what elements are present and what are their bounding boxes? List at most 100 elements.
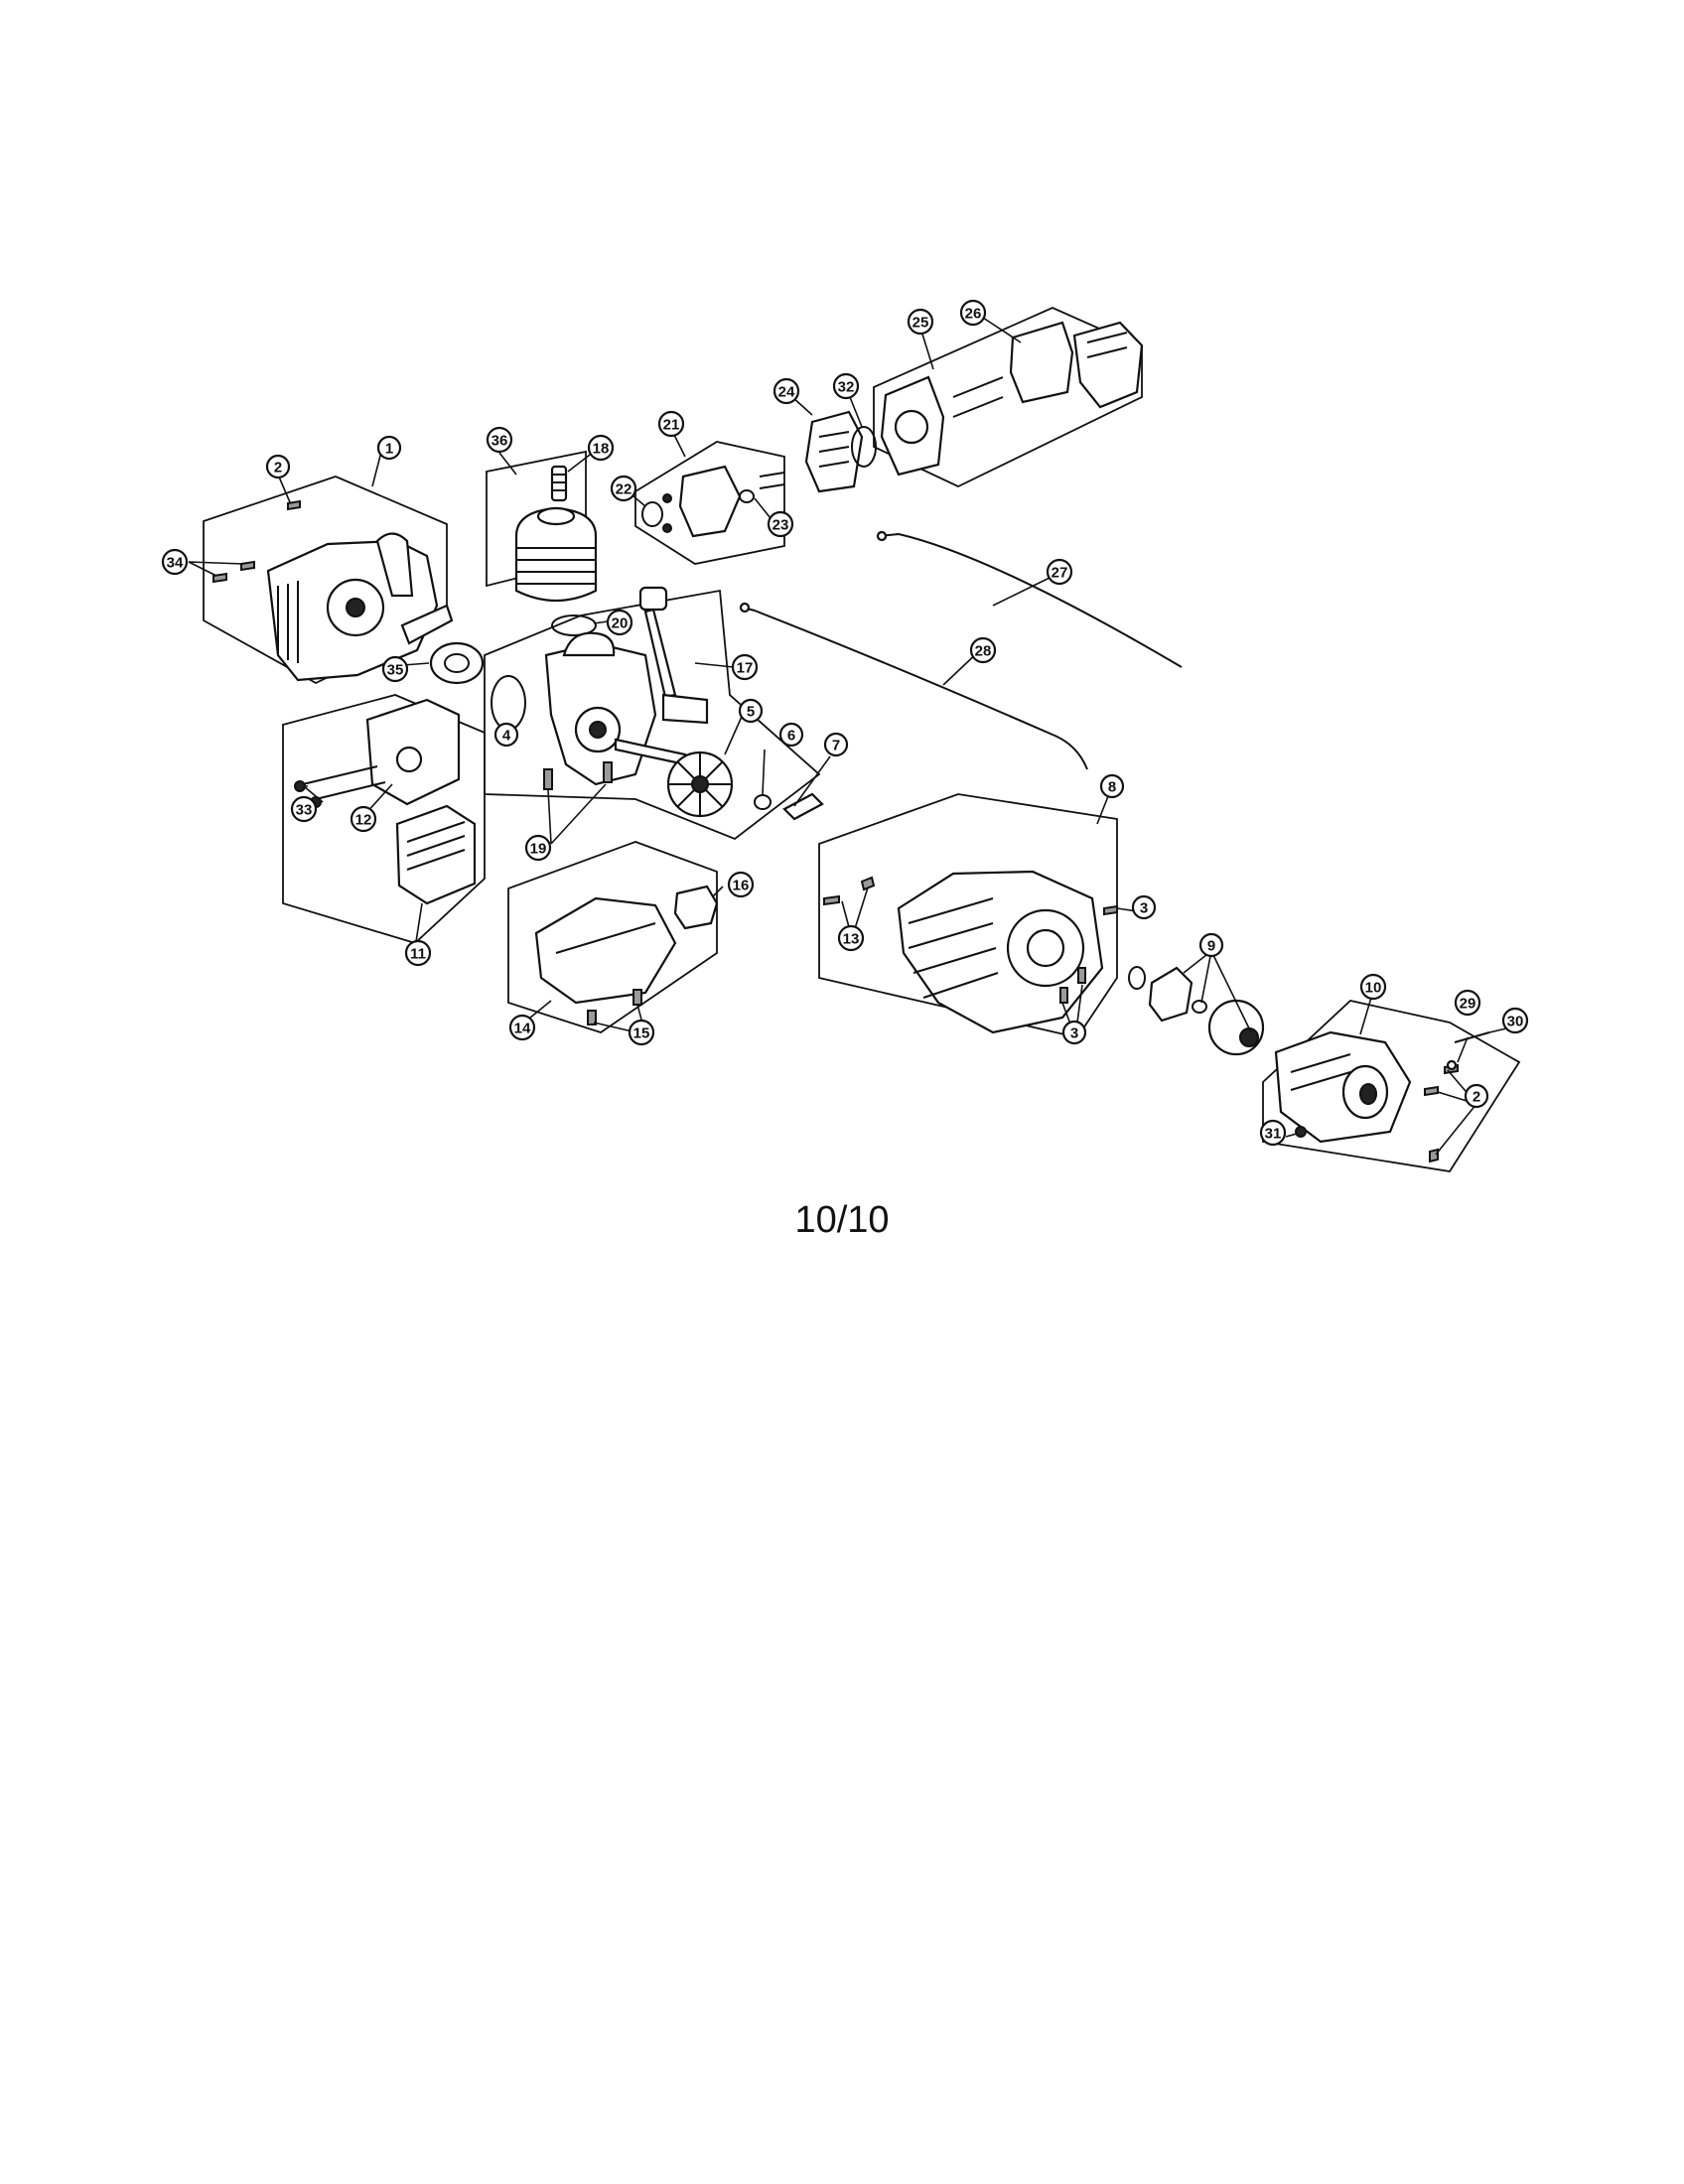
air-filter-icon xyxy=(880,321,1144,477)
spark-plug-icon xyxy=(550,465,568,502)
cable-icon xyxy=(739,530,1183,770)
callout-18: 18 xyxy=(587,434,615,462)
svg-text:3: 3 xyxy=(1070,1025,1078,1042)
callout-20: 20 xyxy=(606,609,633,636)
callout-32: 32 xyxy=(832,372,860,400)
starter-housing-icon xyxy=(897,870,1104,1034)
svg-text:21: 21 xyxy=(663,417,680,434)
svg-text:14: 14 xyxy=(514,1021,531,1037)
callout-27: 27 xyxy=(1046,558,1073,586)
callout-22: 22 xyxy=(610,475,637,502)
svg-text:11: 11 xyxy=(410,946,426,963)
svg-text:4: 4 xyxy=(502,728,511,745)
callout-28: 28 xyxy=(969,636,997,664)
svg-text:6: 6 xyxy=(787,728,795,745)
carburetor-body-icon xyxy=(804,410,877,493)
svg-text:17: 17 xyxy=(737,660,754,677)
callout-2: 2 xyxy=(265,454,291,479)
crank-rod-icon xyxy=(638,586,709,725)
callout-7: 7 xyxy=(823,732,849,757)
callout-12: 12 xyxy=(350,805,377,833)
carburetor-icon xyxy=(641,465,785,538)
spool-icon xyxy=(429,641,485,685)
svg-text:34: 34 xyxy=(167,555,184,572)
callout-33: 33 xyxy=(290,795,318,823)
svg-text:32: 32 xyxy=(838,379,855,396)
svg-text:5: 5 xyxy=(747,704,755,721)
crankcase-icon xyxy=(491,631,687,786)
svg-text:25: 25 xyxy=(912,315,929,332)
page-number: 10/10 xyxy=(794,1199,890,1241)
callout-11: 11 xyxy=(404,939,432,967)
callout-30: 30 xyxy=(1501,1007,1529,1034)
callout-6: 6 xyxy=(778,722,804,748)
callout-16: 16 xyxy=(727,871,755,898)
svg-text:36: 36 xyxy=(491,433,508,450)
callout-10: 10 xyxy=(1359,973,1387,1001)
svg-text:18: 18 xyxy=(593,441,610,458)
svg-text:3: 3 xyxy=(1140,900,1148,917)
svg-text:8: 8 xyxy=(1108,779,1116,796)
callout-3-lower: 3 xyxy=(1061,1020,1087,1045)
svg-text:10: 10 xyxy=(1365,980,1382,997)
box-carburetor xyxy=(634,441,785,565)
svg-text:23: 23 xyxy=(772,517,789,534)
callout-15: 15 xyxy=(628,1019,655,1046)
svg-text:28: 28 xyxy=(975,643,992,660)
fuel-tank-icon xyxy=(534,885,719,1005)
callout-19: 19 xyxy=(524,834,552,862)
engine-cover-icon xyxy=(266,532,454,682)
svg-text:27: 27 xyxy=(1052,565,1068,582)
svg-text:1: 1 xyxy=(385,441,393,458)
svg-text:29: 29 xyxy=(1460,996,1476,1013)
callout-17: 17 xyxy=(731,653,759,681)
cylinder-icon xyxy=(514,506,598,636)
muffler-icon xyxy=(294,698,477,905)
clutch-icon xyxy=(1128,966,1265,1056)
callout-23: 23 xyxy=(767,510,794,538)
callout-14: 14 xyxy=(508,1014,536,1041)
box-crankcase xyxy=(484,589,821,841)
svg-text:9: 9 xyxy=(1207,938,1215,955)
callout-34: 34 xyxy=(161,548,189,576)
box-fuel-tank xyxy=(507,841,718,1033)
callout-13: 13 xyxy=(837,924,865,952)
svg-text:13: 13 xyxy=(843,931,860,948)
callout-9: 9 xyxy=(1198,932,1224,958)
box-starter-housing xyxy=(818,793,1118,1039)
svg-text:2: 2 xyxy=(1473,1089,1480,1106)
clutch-housing-icon xyxy=(1274,1030,1412,1144)
box-clutch-housing xyxy=(1262,1000,1521,1172)
leader-lines xyxy=(188,317,1516,1156)
flywheel-icon xyxy=(666,751,824,821)
callout-29: 29 xyxy=(1454,989,1481,1017)
callout-8: 8 xyxy=(1099,773,1125,799)
svg-text:30: 30 xyxy=(1507,1014,1524,1030)
callout-24: 24 xyxy=(772,377,800,405)
svg-text:20: 20 xyxy=(612,615,629,632)
callout-21: 21 xyxy=(657,410,685,438)
group-boxes xyxy=(203,307,1521,1172)
callout-2-right: 2 xyxy=(1464,1083,1489,1109)
svg-text:26: 26 xyxy=(965,306,982,323)
svg-text:7: 7 xyxy=(832,738,840,754)
callout-26: 26 xyxy=(959,299,987,327)
fastener-icons xyxy=(212,499,1490,1163)
svg-text:16: 16 xyxy=(733,878,750,894)
box-muffler xyxy=(282,694,486,945)
callout-35: 35 xyxy=(381,655,409,683)
svg-text:2: 2 xyxy=(274,460,282,477)
svg-text:24: 24 xyxy=(778,384,795,401)
box-air-filter xyxy=(873,307,1143,487)
svg-text:31: 31 xyxy=(1265,1126,1282,1143)
svg-text:35: 35 xyxy=(387,662,404,679)
callout-25: 25 xyxy=(907,308,934,336)
svg-text:22: 22 xyxy=(616,481,632,498)
svg-text:19: 19 xyxy=(530,841,547,858)
callout-1: 1 xyxy=(376,435,402,461)
callout-3: 3 xyxy=(1131,894,1157,920)
svg-text:15: 15 xyxy=(633,1025,650,1042)
svg-text:33: 33 xyxy=(296,802,313,819)
callout-31: 31 xyxy=(1259,1119,1287,1147)
